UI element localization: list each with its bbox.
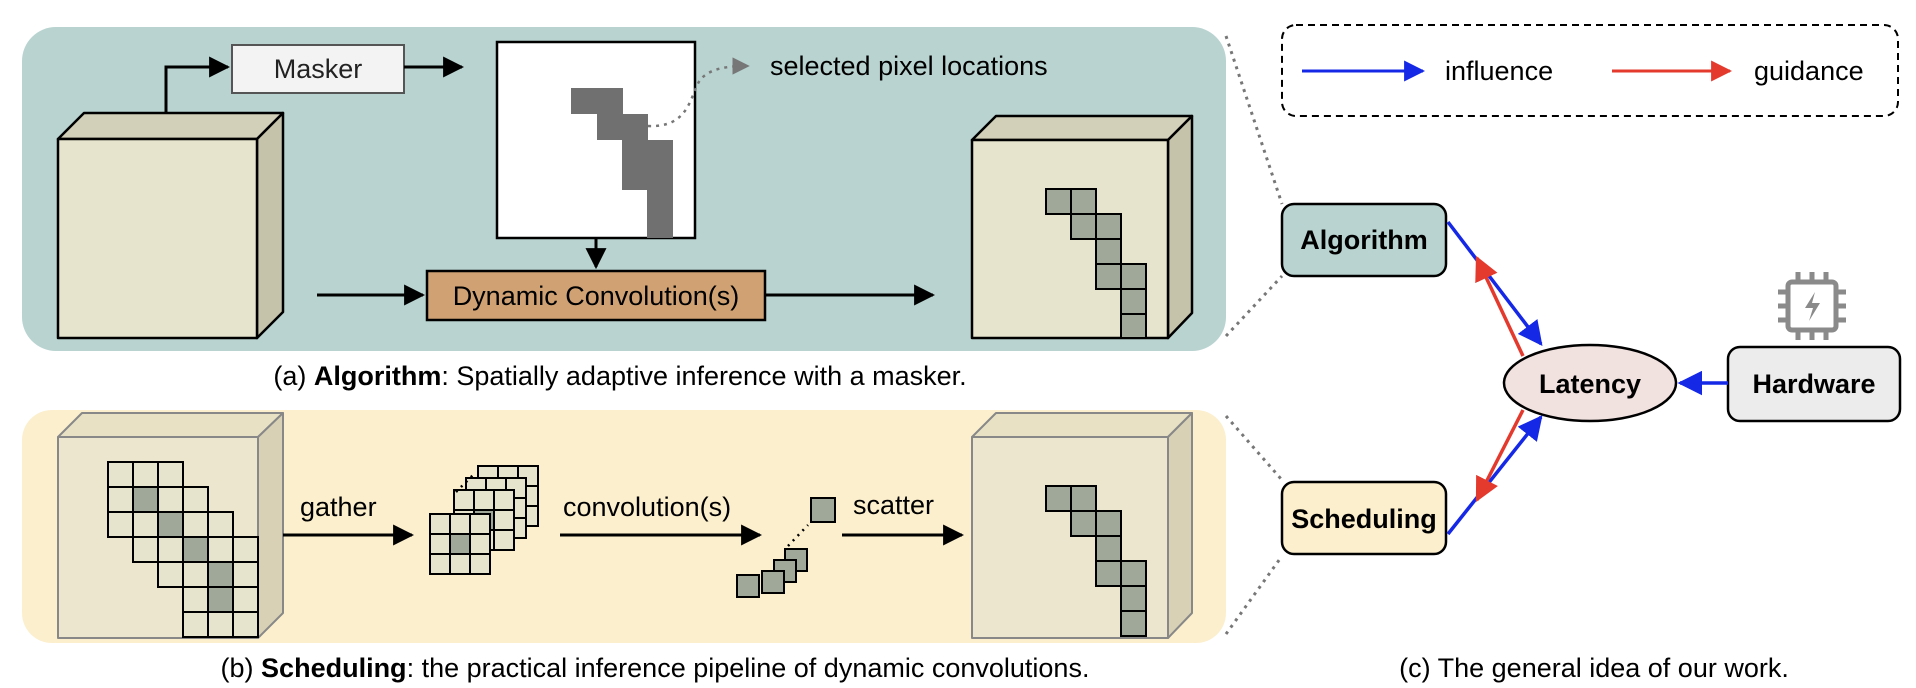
- latency-node-label: Latency: [1539, 369, 1641, 399]
- input-patch-cell: [232, 586, 259, 613]
- legend-guidance-label: guidance: [1754, 56, 1864, 86]
- legend: influence guidance: [1281, 24, 1899, 117]
- input-patch-cell: [132, 511, 159, 538]
- hardware-node: Hardware: [1726, 345, 1902, 423]
- input-patch-cell: [207, 561, 234, 588]
- input-patch-cell: [132, 461, 159, 488]
- scheduling-node: Scheduling: [1280, 480, 1448, 556]
- dynamic-convolution-block: Dynamic Convolution(s): [425, 269, 767, 322]
- output-updated-cells-b: [1045, 485, 1147, 637]
- input-patch-cell: [157, 536, 184, 563]
- latency-guidance-algorithm-arrow: [1475, 255, 1525, 357]
- panel-connectors: [1224, 35, 1284, 635]
- panel-c-overview: influence guidance Algorithm Scheduling …: [1280, 24, 1902, 683]
- input-patch-cell: [182, 586, 209, 613]
- scheduling-node-label: Scheduling: [1291, 504, 1437, 534]
- input-patch-cell: [182, 536, 209, 563]
- input-patches-grid: [107, 461, 259, 638]
- input-patch-cell: [157, 561, 184, 588]
- input-patch-cell: [207, 586, 234, 613]
- input-patch-cell: [232, 611, 259, 638]
- input-patch-cell: [182, 561, 209, 588]
- relation-arrows: [1446, 220, 1728, 536]
- panel-b-scheduling: gather convolution(s) scatter: [22, 410, 1226, 683]
- latency-node: Latency: [1502, 343, 1678, 423]
- latency-guidance-scheduling-arrow: [1475, 409, 1525, 503]
- input-patch-cell: [207, 611, 234, 638]
- input-patch-cell: [107, 461, 134, 488]
- input-patch-cell: [182, 511, 209, 538]
- input-patch-cell: [157, 511, 184, 538]
- input-patch-cell: [132, 536, 159, 563]
- gathered-patch-stack: [429, 465, 539, 575]
- input-patch-cell: [182, 486, 209, 513]
- input-patch-cell: [107, 486, 134, 513]
- algorithm-node: Algorithm: [1280, 202, 1448, 278]
- spatial-mask: [495, 40, 697, 240]
- gathered-patch-cell: [469, 513, 491, 535]
- input-patch-cell: [132, 486, 159, 513]
- panel-a-algorithm: Masker selected pixel locations Dynamic …: [22, 27, 1226, 391]
- input-patch-cell: [232, 536, 259, 563]
- convolution-label: convolution(s): [563, 492, 731, 522]
- input-patch-cell: [107, 511, 134, 538]
- caption-a: (a) Algorithm: Spatially adaptive infere…: [273, 361, 966, 391]
- input-feature-cube-a: [56, 111, 285, 340]
- gathered-patch-cell: [449, 533, 471, 555]
- stack-dots: [455, 473, 475, 493]
- gathered-patch-cell: [449, 513, 471, 535]
- output-dots: [787, 524, 809, 547]
- input-patch-cell: [182, 611, 209, 638]
- masker-block: Masker: [231, 44, 405, 94]
- scheduling-influence-arrow: [1446, 415, 1543, 536]
- gathered-patch-cell: [469, 533, 491, 555]
- gathered-patch-cell: [453, 489, 475, 511]
- mask-selected-pixels: [571, 88, 673, 238]
- caption-c: (c) The general idea of our work.: [1399, 653, 1789, 683]
- algorithm-influence-arrow: [1446, 220, 1543, 346]
- gathered-patch-cell: [493, 529, 515, 551]
- gathered-patch-cell: [429, 513, 451, 535]
- hardware-node-label: Hardware: [1752, 369, 1875, 399]
- gather-label: gather: [300, 492, 377, 522]
- input-patch-cell: [207, 536, 234, 563]
- gathered-patch-cell: [429, 553, 451, 575]
- gathered-patch-cell: [473, 489, 495, 511]
- input-patch-cell: [157, 486, 184, 513]
- scatter-label: scatter: [853, 490, 934, 520]
- gathered-patch-cell: [469, 553, 491, 575]
- input-patch-cell: [232, 561, 259, 588]
- input-patch-cell: [157, 461, 184, 488]
- gathered-patch-cell: [429, 533, 451, 555]
- output-pixels: [736, 497, 836, 598]
- legend-influence-label: influence: [1445, 56, 1553, 86]
- output-feature-cube-a: [970, 114, 1194, 340]
- chip-icon: [1778, 272, 1846, 340]
- masker-label: Masker: [274, 54, 363, 84]
- gathered-patch-cell: [493, 489, 515, 511]
- caption-b: (b) Scheduling: the practical inference …: [221, 653, 1090, 683]
- selected-pixel-label: selected pixel locations: [770, 51, 1048, 81]
- panel-b-background: [22, 410, 1226, 643]
- output-feature-cube-b: [971, 412, 1193, 639]
- input-feature-cube-b: [57, 412, 284, 639]
- selected-pixel-pointer: [647, 57, 750, 128]
- output-updated-cells: [1045, 188, 1147, 339]
- input-patch-cell: [207, 511, 234, 538]
- dynconv-label: Dynamic Convolution(s): [453, 281, 740, 311]
- algorithm-node-label: Algorithm: [1300, 225, 1428, 255]
- gathered-patch-cell: [493, 509, 515, 531]
- gathered-patch-cell: [449, 553, 471, 575]
- input-to-masker-arrow: [164, 56, 231, 113]
